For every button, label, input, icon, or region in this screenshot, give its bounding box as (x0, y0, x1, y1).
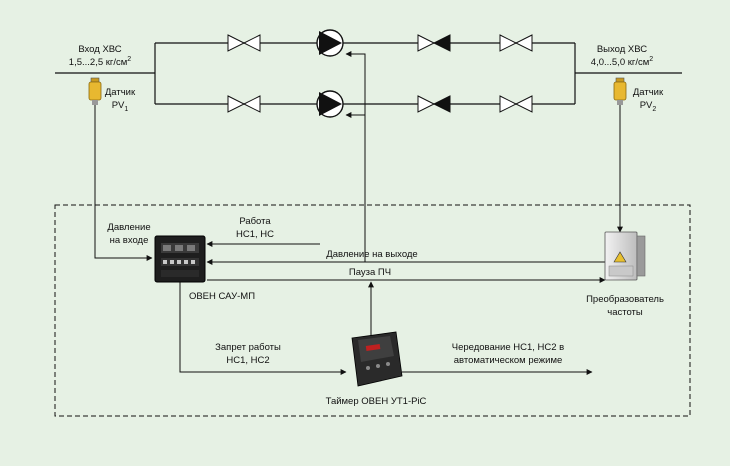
converter-name-1: Преобразователь (586, 294, 664, 305)
work-signal-label-2: НС1, НС (236, 229, 274, 240)
controller-input-label-2: на входе (110, 235, 149, 246)
gate-valve (227, 34, 261, 52)
outlet-pressure: 4,0...5,0 кг/см2 (591, 56, 654, 68)
signal-lines (94, 51, 623, 375)
work-signal-label-1: Работа (239, 216, 271, 227)
outlet-pressure-signal-label: Давление на выходе (326, 249, 417, 260)
ban-signal-label-1: Запрет работы (215, 342, 281, 353)
pause-signal-label: Пауза ПЧ (349, 267, 391, 278)
converter-name-2: частоты (607, 307, 643, 318)
gate-valve (227, 95, 261, 113)
pipeline (55, 42, 682, 105)
sensor-pv2-id: PV2 (640, 100, 657, 113)
gate-valve (499, 34, 533, 52)
sensor-pv1-id: PV1 (112, 100, 129, 113)
inlet-pressure: 1,5...2,5 кг/см2 (69, 56, 132, 68)
pump-2 (316, 90, 344, 118)
inlet-title: Вход ХВС (78, 44, 121, 55)
sensor-pv1-label: Датчик (105, 87, 136, 98)
timer-name: Таймер ОВЕН УТ1-PiC (326, 396, 427, 407)
gate-valve (499, 95, 533, 113)
sensor-pv2 (613, 77, 627, 105)
controller-input-label-1: Давление (107, 222, 150, 233)
check-valve (417, 34, 451, 52)
alternation-label-1: Чередование НС1, НС2 в (452, 342, 564, 353)
pump-1 (316, 29, 344, 57)
alternation-label-2: автоматическом режиме (454, 355, 563, 366)
check-valve (417, 95, 451, 113)
sensor-pv1 (88, 77, 102, 105)
outlet-title: Выход ХВС (597, 44, 647, 55)
sensor-pv2-label: Датчик (633, 87, 664, 98)
controller-sau-mp (154, 235, 206, 283)
control-system-boundary (54, 204, 691, 417)
timer-ut1-pic (351, 331, 403, 387)
ban-signal-label-2: НС1, НС2 (226, 355, 269, 366)
controller-name: ОВЕН САУ-МП (189, 291, 255, 302)
frequency-converter (604, 231, 646, 281)
